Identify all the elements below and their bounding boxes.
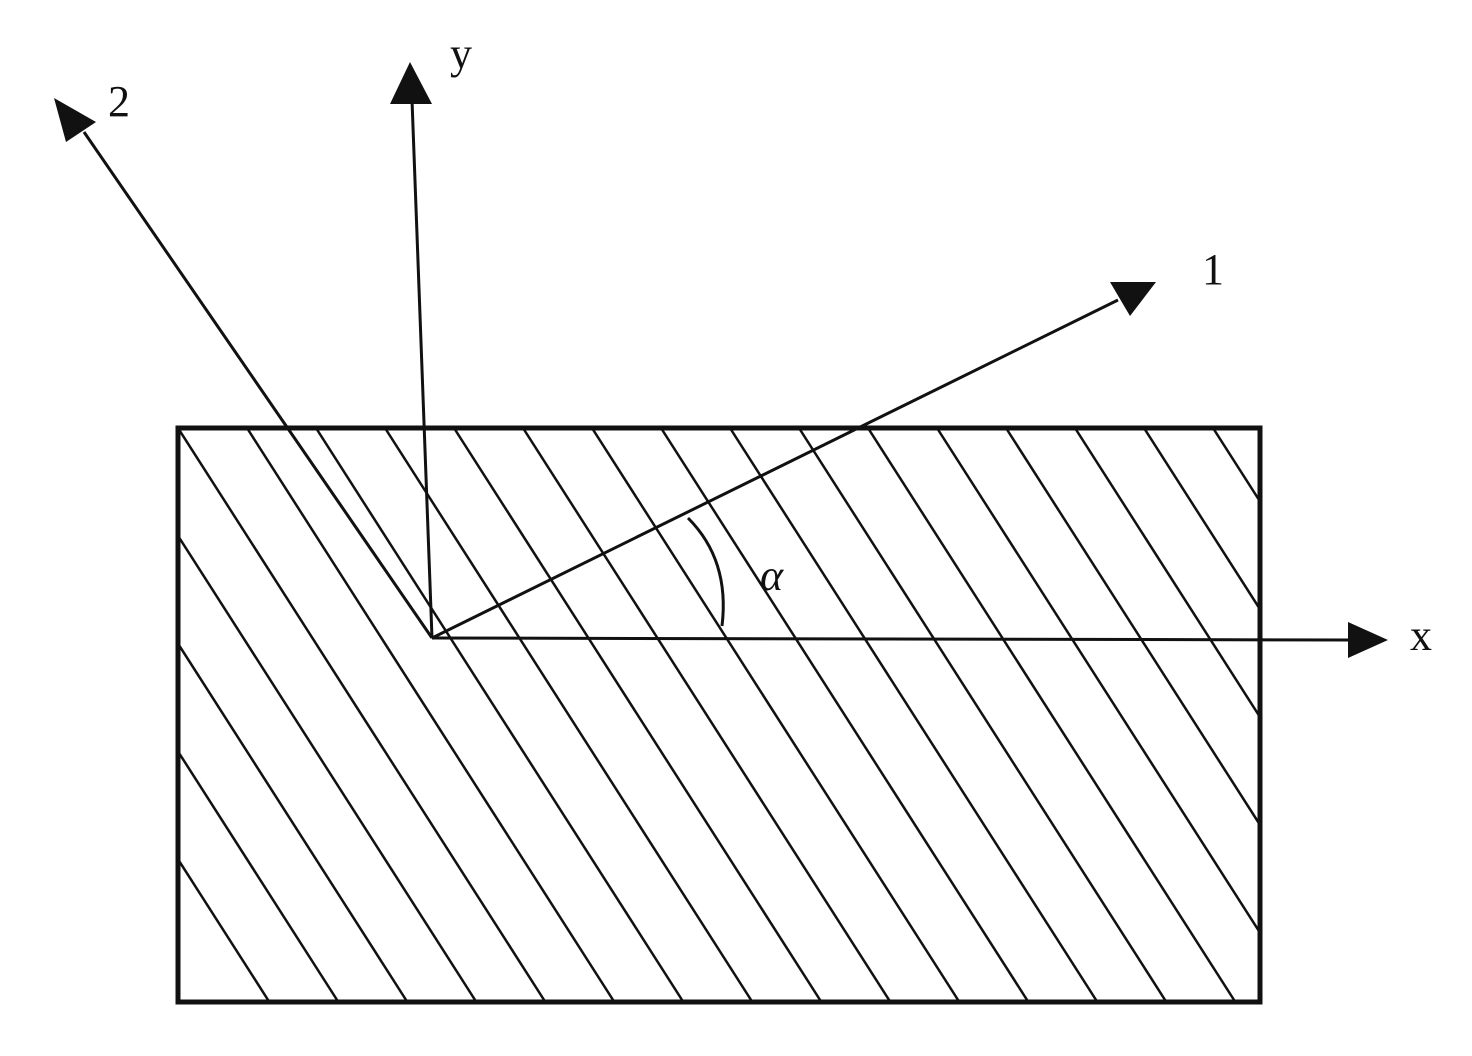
hatch-line <box>1282 428 1472 1002</box>
composite-plate <box>175 425 1472 1005</box>
hatch-line <box>728 428 1099 1002</box>
axis-2-line <box>82 131 434 639</box>
axis-1-arrowhead <box>1110 282 1156 316</box>
hatch-line <box>178 533 478 1002</box>
axis-1-label: 1 <box>1202 245 1224 294</box>
x-axis-label: x <box>1410 611 1432 660</box>
axis-1-line <box>431 298 1119 640</box>
axis-1: 1 <box>431 245 1224 640</box>
hatch-line <box>1004 428 1260 828</box>
y-axis-arrowhead <box>390 62 432 104</box>
hatch-line <box>1211 428 1260 504</box>
angle-arc <box>686 516 725 627</box>
hatch-line <box>866 428 1237 1002</box>
y-axis: y <box>390 29 472 639</box>
hatch-line <box>178 641 409 1002</box>
hatch-line <box>797 428 1168 1002</box>
hatch-line <box>178 749 340 1002</box>
angle-alpha: α <box>686 516 784 627</box>
hatch-line <box>245 428 616 1002</box>
x-axis: x <box>431 611 1432 660</box>
angle-alpha-label: α <box>760 551 784 600</box>
hatch-line <box>314 428 685 1002</box>
hatch-line <box>935 428 1260 936</box>
hatch-line <box>178 856 271 1002</box>
hatch-line <box>590 428 961 1002</box>
hatch-line <box>1142 428 1260 612</box>
axis-2: 2 <box>54 77 434 639</box>
x-axis-arrowhead <box>1348 622 1388 658</box>
plate-outline <box>175 425 1263 1005</box>
hatch-line <box>1351 428 1472 1002</box>
y-axis-line <box>410 99 434 639</box>
hatch-line <box>659 428 1030 1002</box>
hatch-line <box>383 428 754 1002</box>
hatch-line <box>521 428 892 1002</box>
fiber-hatching <box>178 428 1472 1002</box>
axis-2-arrowhead <box>54 98 96 142</box>
hatch-line <box>178 428 547 1002</box>
axis-2-label: 2 <box>108 77 130 126</box>
hatch-line <box>1420 428 1472 1002</box>
y-axis-label: y <box>450 29 472 78</box>
hatch-line <box>452 428 823 1002</box>
x-axis-line <box>431 636 1353 642</box>
